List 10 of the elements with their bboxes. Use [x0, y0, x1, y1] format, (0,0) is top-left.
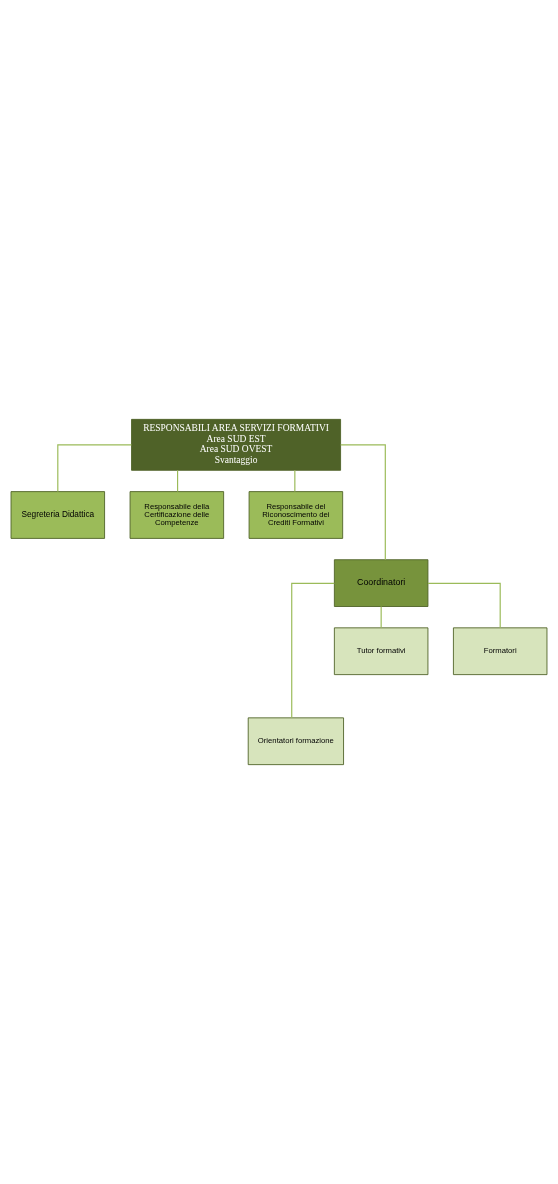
connector	[294, 469, 296, 493]
connector	[177, 469, 179, 493]
node-box: RESPONSABILI AREA SERVIZI FORMATIVI Area SUD EST Area SUD OVEST Svantaggio	[131, 418, 342, 471]
node-box: Coordinatori	[333, 559, 429, 607]
connector	[57, 444, 132, 493]
node-box: Segreteria Didattica	[10, 491, 106, 539]
connector	[380, 605, 382, 629]
connector	[427, 582, 501, 629]
connector	[340, 444, 386, 561]
connector	[291, 582, 335, 719]
